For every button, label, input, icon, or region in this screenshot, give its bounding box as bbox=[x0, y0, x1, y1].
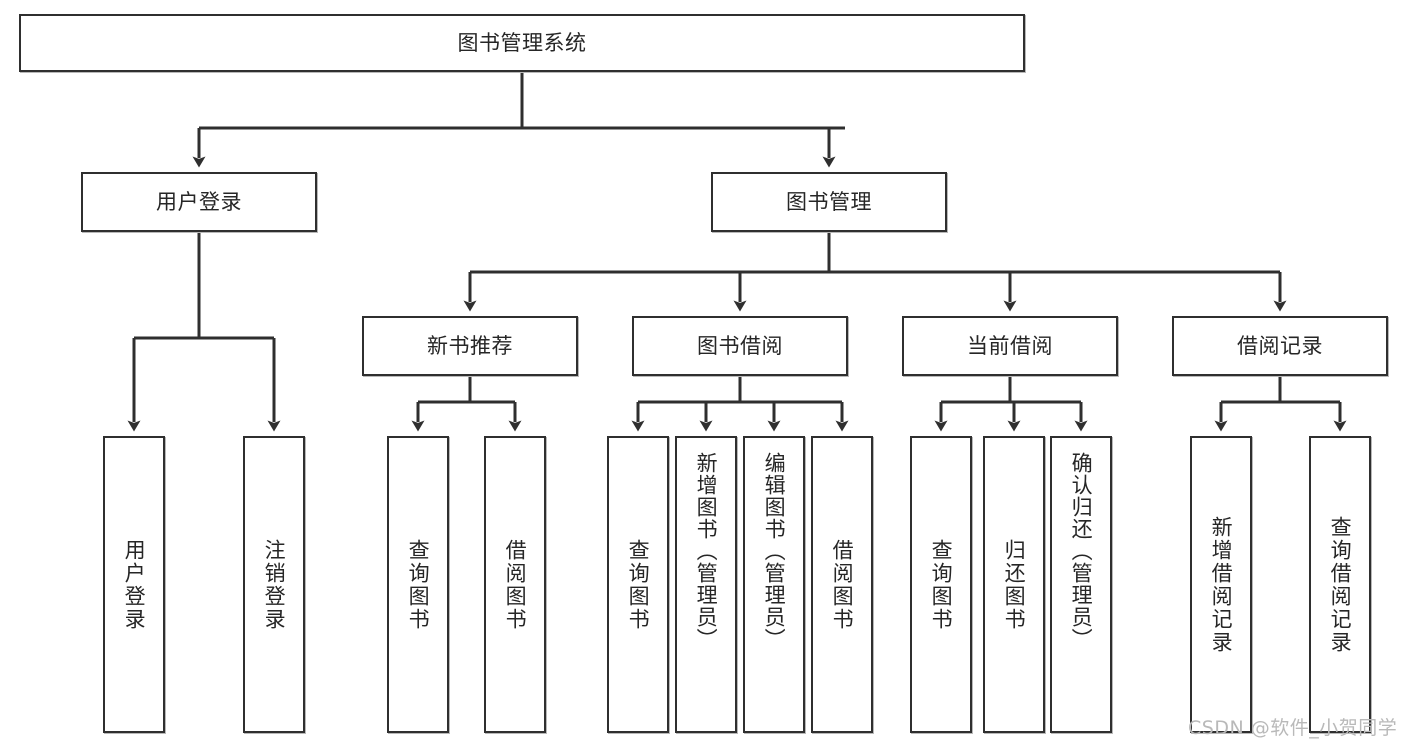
node-label: 图书管理系统 bbox=[457, 30, 587, 55]
node-label: 用户登录 bbox=[122, 538, 147, 631]
leaf-query-books-current[interactable]: 查询图书 bbox=[910, 436, 972, 733]
leaf-query-books-new[interactable]: 查询图书 bbox=[387, 436, 449, 733]
leaf-borrow-books-new[interactable]: 借阅图书 bbox=[484, 436, 546, 733]
node-label: 查询借阅记录 bbox=[1328, 515, 1353, 654]
node-label: 查询图书 bbox=[626, 538, 651, 631]
node-label: 新增图书（管理员） bbox=[694, 452, 719, 650]
node-current-borrowing[interactable]: 当前借阅 bbox=[902, 316, 1118, 376]
leaf-return-books[interactable]: 归还图书 bbox=[983, 436, 1045, 733]
node-label: 用户登录 bbox=[156, 189, 242, 214]
node-book-borrowing[interactable]: 图书借阅 bbox=[632, 316, 848, 376]
leaf-logout[interactable]: 注销登录 bbox=[243, 436, 305, 733]
leaf-add-book-admin[interactable]: 新增图书（管理员） bbox=[675, 436, 737, 733]
node-label: 查询图书 bbox=[929, 538, 954, 631]
leaf-query-borrow-record[interactable]: 查询借阅记录 bbox=[1309, 436, 1371, 733]
leaf-query-books-borrow[interactable]: 查询图书 bbox=[607, 436, 669, 733]
node-label: 确认归还（管理员） bbox=[1069, 452, 1094, 650]
node-label: 新增借阅记录 bbox=[1209, 515, 1234, 654]
leaf-borrow-books-borrow[interactable]: 借阅图书 bbox=[811, 436, 873, 733]
node-label: 图书借阅 bbox=[697, 333, 783, 358]
node-book-management[interactable]: 图书管理 bbox=[711, 172, 947, 232]
node-root-book-management-system[interactable]: 图书管理系统 bbox=[19, 14, 1025, 72]
leaf-add-borrow-record[interactable]: 新增借阅记录 bbox=[1190, 436, 1252, 733]
leaf-user-login[interactable]: 用户登录 bbox=[103, 436, 165, 733]
node-label: 归还图书 bbox=[1002, 538, 1027, 631]
node-user-login[interactable]: 用户登录 bbox=[81, 172, 317, 232]
node-label: 新书推荐 bbox=[427, 333, 513, 358]
node-label: 当前借阅 bbox=[967, 333, 1053, 358]
leaf-confirm-return-admin[interactable]: 确认归还（管理员） bbox=[1050, 436, 1112, 733]
node-label: 查询图书 bbox=[406, 538, 431, 631]
node-label: 图书管理 bbox=[786, 189, 872, 214]
node-label: 借阅记录 bbox=[1237, 333, 1323, 358]
leaf-edit-book-admin[interactable]: 编辑图书（管理员） bbox=[743, 436, 805, 733]
node-label: 编辑图书（管理员） bbox=[762, 452, 787, 650]
node-borrowing-records[interactable]: 借阅记录 bbox=[1172, 316, 1388, 376]
node-label: 借阅图书 bbox=[503, 538, 528, 631]
node-label: 借阅图书 bbox=[830, 538, 855, 631]
node-label: 注销登录 bbox=[262, 538, 287, 631]
node-new-book-recommendation[interactable]: 新书推荐 bbox=[362, 316, 578, 376]
csdn-watermark: CSDN @软件_小贺同学 bbox=[1188, 717, 1398, 739]
